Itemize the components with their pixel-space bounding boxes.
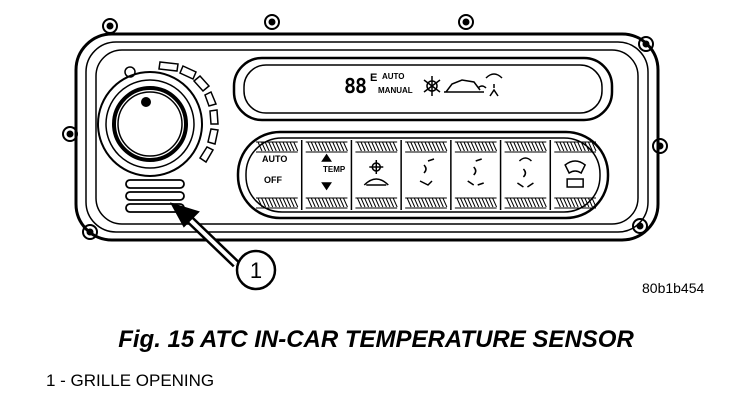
callout-1 [235, 249, 277, 291]
defrost-floor-icon [517, 157, 534, 188]
figure-caption: Fig. 15 ATC IN-CAR TEMPERATURE SENSOR [118, 326, 634, 353]
fan-icon [423, 76, 441, 96]
climate-button-5 [450, 140, 498, 210]
display-icons [423, 73, 503, 97]
windshield-defrost-icon [564, 160, 587, 188]
button-row [236, 130, 610, 220]
bezel-housing [74, 32, 660, 242]
figure-reference-code: 80b1b454 [642, 280, 705, 296]
climate-button-7 [549, 140, 597, 210]
leader-arrow [169, 202, 240, 268]
display-mode-manual: MANUAL [378, 86, 413, 95]
buttons [256, 140, 597, 210]
panel-vent-icon [419, 158, 435, 186]
callout-number: 1 [249, 258, 263, 283]
climate-button-1 [256, 141, 299, 209]
ac-recirculation-icon [363, 160, 389, 186]
figure-legend-item: 1 - GRILLE OPENING [46, 371, 215, 390]
auto-button-label: AUTO [262, 154, 288, 164]
grille-opening [125, 179, 185, 213]
climate-button-2 [300, 140, 348, 210]
off-button-label: OFF [264, 175, 282, 185]
climate-button-3 [350, 140, 398, 210]
defrost-icon [485, 73, 503, 97]
display-window [232, 56, 614, 122]
display-mode-auto: AUTO [382, 72, 405, 81]
blower-knob [97, 66, 203, 177]
climate-button-4 [400, 140, 448, 210]
temp-button-label: TEMP [323, 165, 346, 174]
mounting-tabs [62, 14, 668, 240]
car-airflow-icon [444, 79, 487, 93]
display-unit: E [370, 72, 378, 84]
knob-scale-segments [158, 61, 219, 164]
climate-button-6 [499, 140, 547, 210]
display-digits: 88 [344, 74, 367, 98]
display-text: 88 E AUTO MANUAL [344, 72, 434, 102]
floor-vent-icon [467, 158, 484, 186]
temp-up-down-arrows-icon [321, 153, 332, 191]
